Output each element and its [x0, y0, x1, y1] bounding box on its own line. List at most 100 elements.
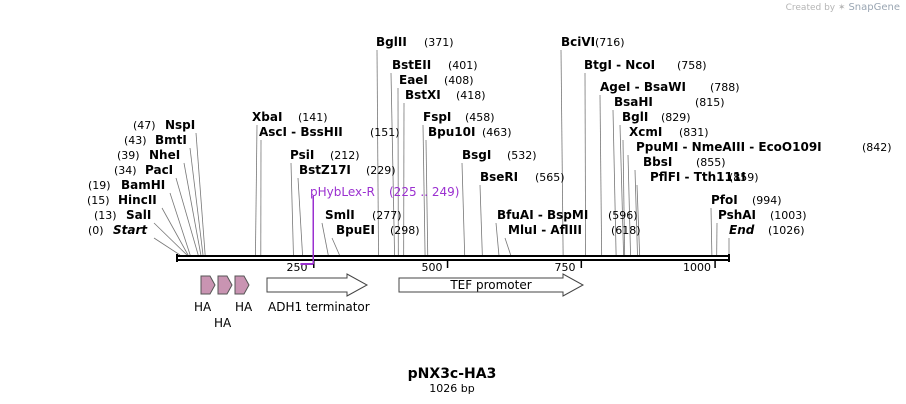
site-name: PfoI [711, 193, 738, 207]
site-name: BstXI [405, 88, 441, 102]
ha-tag-2[interactable] [217, 275, 233, 295]
restriction-site[interactable]: BglI (829) [622, 110, 691, 124]
site-position: (618) [611, 224, 641, 237]
site-leader-line [175, 177, 199, 256]
site-position: (34) [114, 164, 137, 177]
site-position: (15) [87, 194, 110, 207]
site-leader-line [169, 192, 191, 256]
restriction-site[interactable]: (39)NheI [117, 148, 180, 162]
site-lines [153, 49, 730, 256]
site-leader-line [183, 162, 202, 256]
restriction-site[interactable]: MluI - AflIII (618) [508, 223, 641, 237]
restriction-site[interactable]: BseRI(565) [480, 170, 565, 184]
restriction-site[interactable]: (47)NspI [133, 118, 195, 132]
site-position: (408) [444, 74, 474, 87]
ha-tag-label-1: HA [194, 300, 212, 314]
restriction-site[interactable]: SmlI(277) [325, 208, 402, 222]
site-name: BglII [376, 35, 407, 49]
ha-tag-label-2: HA [214, 316, 232, 330]
restriction-site[interactable]: Bpu10I(463) [428, 125, 512, 139]
restriction-site[interactable]: AscI - BssHII(151) [259, 125, 400, 139]
site-position: (716) [595, 36, 625, 49]
site-leader-line [290, 162, 294, 256]
primer-phyblex-r[interactable]: pHybLex-R (225 .. 249) [300, 185, 459, 265]
restriction-site[interactable]: End(1026) [729, 223, 805, 237]
site-position: (463) [482, 126, 512, 139]
restriction-site[interactable]: PflFI - Tth111I(859) [650, 170, 759, 184]
restriction-site[interactable]: (13)SalI [94, 208, 151, 222]
site-name: End [729, 223, 755, 237]
site-position: (43) [124, 134, 147, 147]
site-position: (596) [608, 209, 638, 222]
site-position: (298) [390, 224, 420, 237]
site-name: MluI - AflIII [508, 223, 582, 237]
restriction-site[interactable]: BsaHI(815) [614, 95, 725, 109]
site-name: AgeI - BsaWI [600, 80, 686, 94]
site-leader-line [255, 124, 258, 256]
site-name: BstZ17I [299, 163, 351, 177]
site-leader-line [153, 222, 188, 256]
restriction-site[interactable]: PpuMI - NmeAIII - EcoO109I(842) [636, 140, 892, 154]
restriction-site[interactable]: BtgI - NcoI(758) [584, 58, 707, 72]
site-leader-line [627, 154, 631, 256]
ha-tag-3[interactable] [234, 275, 250, 295]
restriction-site[interactable]: BsgI(532) [462, 148, 537, 162]
tick-label: 500 [422, 261, 443, 274]
site-position: (788) [710, 81, 740, 94]
site-name: BseRI [480, 170, 518, 184]
primer-range: (225 .. 249) [389, 185, 459, 199]
restriction-site[interactable]: (34)PacI [114, 163, 173, 177]
restriction-site[interactable]: BstZ17I(229) [299, 163, 396, 177]
site-name: NheI [149, 148, 180, 162]
restriction-site[interactable]: BpuEI(298) [336, 223, 420, 237]
restriction-site[interactable]: (0)Start [88, 223, 148, 237]
site-name: Start [113, 223, 148, 237]
site-position: (13) [94, 209, 117, 222]
restriction-site[interactable]: (15) HincII [87, 193, 157, 207]
site-leader-line [599, 94, 603, 256]
site-position: (418) [456, 89, 486, 102]
restriction-site[interactable]: BciVI(716) [561, 35, 625, 49]
plasmid-title: pNX3c-HA3 [408, 366, 497, 382]
restriction-site[interactable]: XbaI(141) [252, 110, 328, 124]
restriction-site[interactable]: BstXI (418) [405, 88, 486, 102]
restriction-site[interactable]: XcmI(831) [629, 125, 709, 139]
restriction-site[interactable]: FspI(458) [423, 110, 495, 124]
site-name: PflFI - Tth111I [650, 170, 746, 184]
restriction-site[interactable]: (43)BmtI [124, 133, 187, 147]
restriction-site[interactable]: (19) BamHI [88, 178, 165, 192]
feature-adh1-terminator[interactable]: ADH1 terminator [266, 273, 370, 314]
site-position: (47) [133, 119, 156, 132]
site-name: HincII [118, 193, 157, 207]
restriction-site[interactable]: PsiI(212) [290, 148, 360, 162]
site-position: (1003) [770, 209, 807, 222]
restriction-site[interactable]: BbsI(855) [643, 155, 726, 169]
site-position: (458) [465, 111, 495, 124]
ha-tag-1[interactable] [200, 275, 216, 295]
site-name: BfuAI - BspMI [497, 208, 588, 222]
restriction-site[interactable]: PshAI(1003) [718, 208, 807, 222]
site-name: XcmI [629, 125, 662, 139]
site-leader-line [710, 207, 713, 256]
primer-name: pHybLex-R [310, 185, 375, 199]
restriction-site[interactable]: EaeI(408) [399, 73, 474, 87]
site-position: (842) [862, 141, 892, 154]
restriction-site[interactable]: BstEII(401) [392, 58, 478, 72]
restriction-site[interactable]: BfuAI - BspMI (596) [497, 208, 638, 222]
tick-label: 750 [555, 261, 576, 274]
site-name: BtgI - NcoI [584, 58, 655, 72]
restriction-site[interactable]: PfoI(994) [711, 193, 782, 207]
tick-label: 1000 [683, 261, 711, 274]
site-position: (829) [661, 111, 691, 124]
ha-tags: HA HA HA [194, 275, 253, 330]
site-leader-line [504, 237, 512, 256]
site-name: BamHI [121, 178, 165, 192]
restriction-site[interactable]: AgeI - BsaWI (788) [600, 80, 740, 94]
site-position: (19) [88, 179, 111, 192]
feature-tef-promoter[interactable]: TEF promoter [398, 273, 585, 297]
site-leader-line [376, 49, 379, 256]
restriction-site[interactable]: BglII(371) [376, 35, 454, 49]
site-name: BglI [622, 110, 648, 124]
